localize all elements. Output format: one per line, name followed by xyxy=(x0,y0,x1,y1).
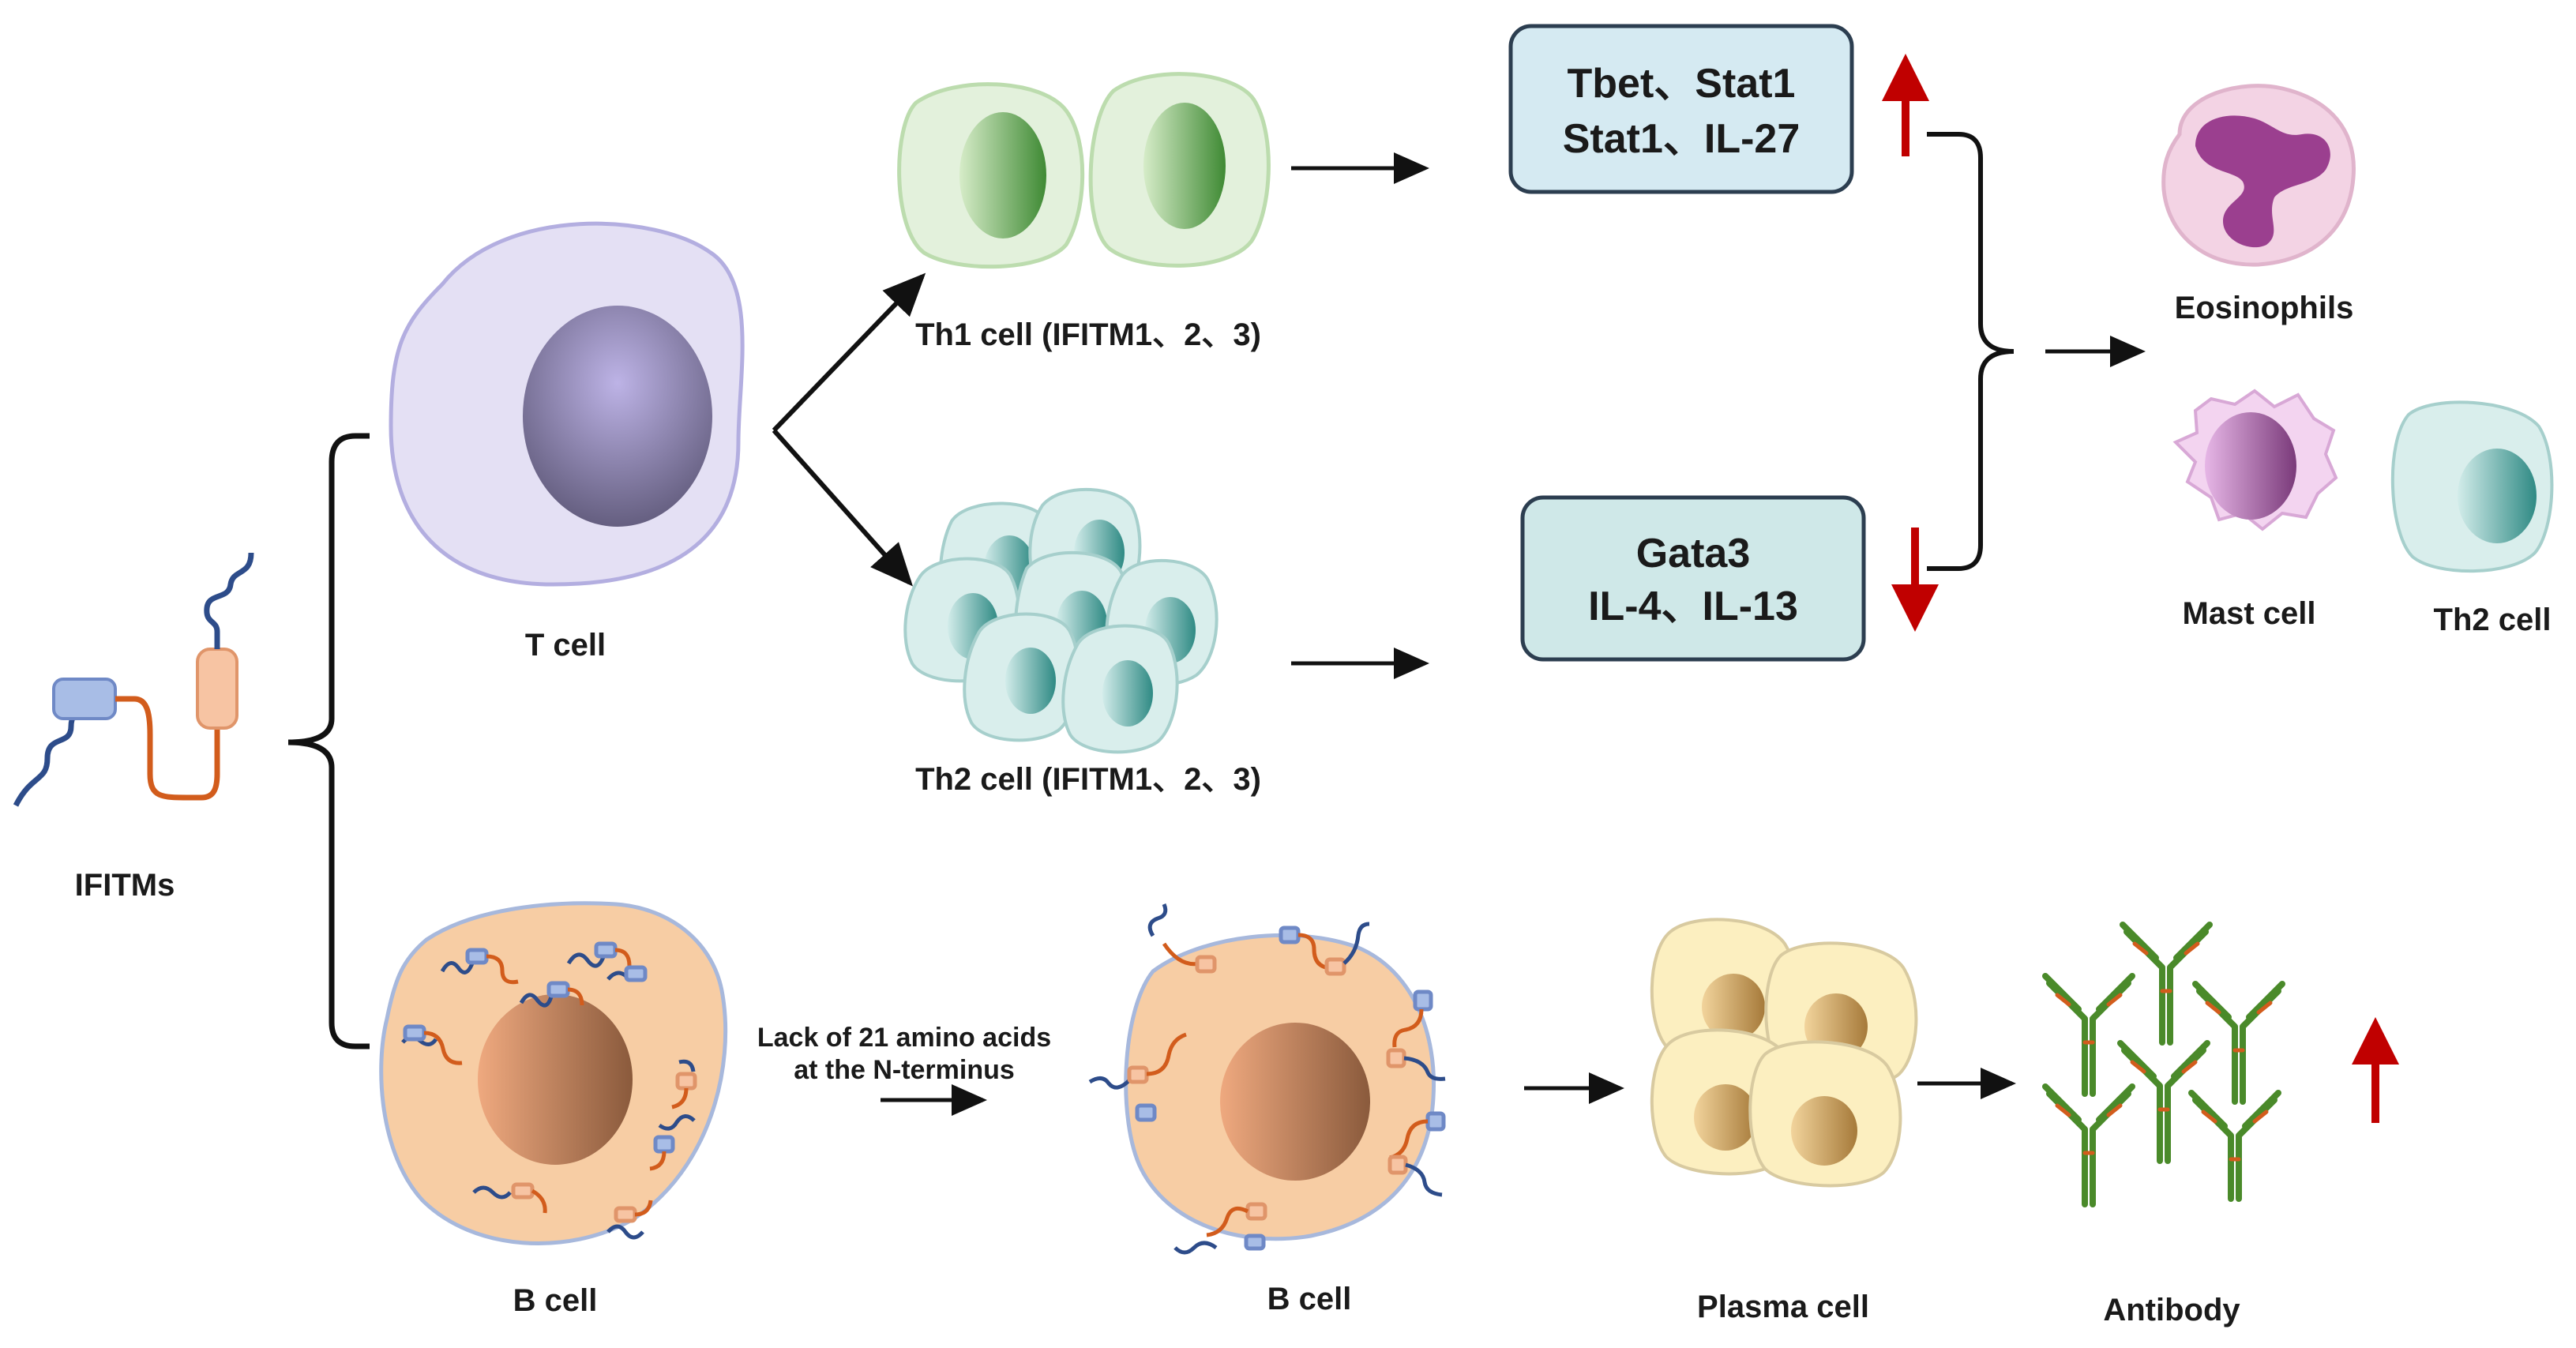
antibody-icon xyxy=(2042,922,2285,1207)
th1-cells-icon xyxy=(897,72,1271,269)
th2-cell-label: Th2 cell (IFITM1、2、3) xyxy=(915,762,1261,797)
th1-box-line2: Stat1、IL-27 xyxy=(1563,116,1801,162)
main-brace xyxy=(287,433,370,1049)
th2-cells-icon xyxy=(903,487,1219,754)
th1-box-line1: Tbet、Stat1 xyxy=(1568,61,1796,107)
antibody-label: Antibody xyxy=(2103,1293,2240,1327)
b-cell-left-icon xyxy=(379,901,728,1245)
b-cell-left-label: B cell xyxy=(513,1283,598,1318)
ifitms-label: IFITMs xyxy=(75,868,175,903)
th1-cell-label: Th1 cell (IFITM1、2、3) xyxy=(915,317,1261,352)
ifitm-protein-icon xyxy=(13,552,254,807)
eosinophils-label: Eosinophils xyxy=(2175,291,2354,325)
t-cell-icon xyxy=(389,221,745,587)
b-cell-right-icon xyxy=(1088,903,1446,1255)
th2-box-line1: Gata3 xyxy=(1636,531,1751,576)
th2-cell-small-icon xyxy=(2390,400,2554,573)
plasma-cells-icon xyxy=(1650,918,1918,1188)
mast-cell-icon xyxy=(2172,389,2338,531)
th2-marker-box: Gata3 IL-4、IL-13 xyxy=(1520,495,1866,662)
th2-box-line2: IL-4、IL-13 xyxy=(1588,584,1798,629)
t-to-th1-arrow xyxy=(772,272,926,433)
right-brace xyxy=(1927,132,2015,571)
b-cell-right-label: B cell xyxy=(1267,1282,1352,1316)
n-terminus-annotation-line1: Lack of 21 amino acids xyxy=(757,1023,1051,1053)
mast-cell-label: Mast cell xyxy=(2183,596,2316,631)
th2-cell-small-label: Th2 cell xyxy=(2434,603,2552,637)
th1-marker-box: Tbet、Stat1 Stat1、IL-27 xyxy=(1508,24,1854,194)
n-terminus-annotation-line2: at the N-terminus xyxy=(794,1055,1015,1085)
t-to-th2-arrow xyxy=(772,429,913,587)
eosinophil-icon xyxy=(2161,84,2356,267)
plasma-cell-label: Plasma cell xyxy=(1697,1290,1869,1324)
t-cell-label: T cell xyxy=(525,628,606,663)
